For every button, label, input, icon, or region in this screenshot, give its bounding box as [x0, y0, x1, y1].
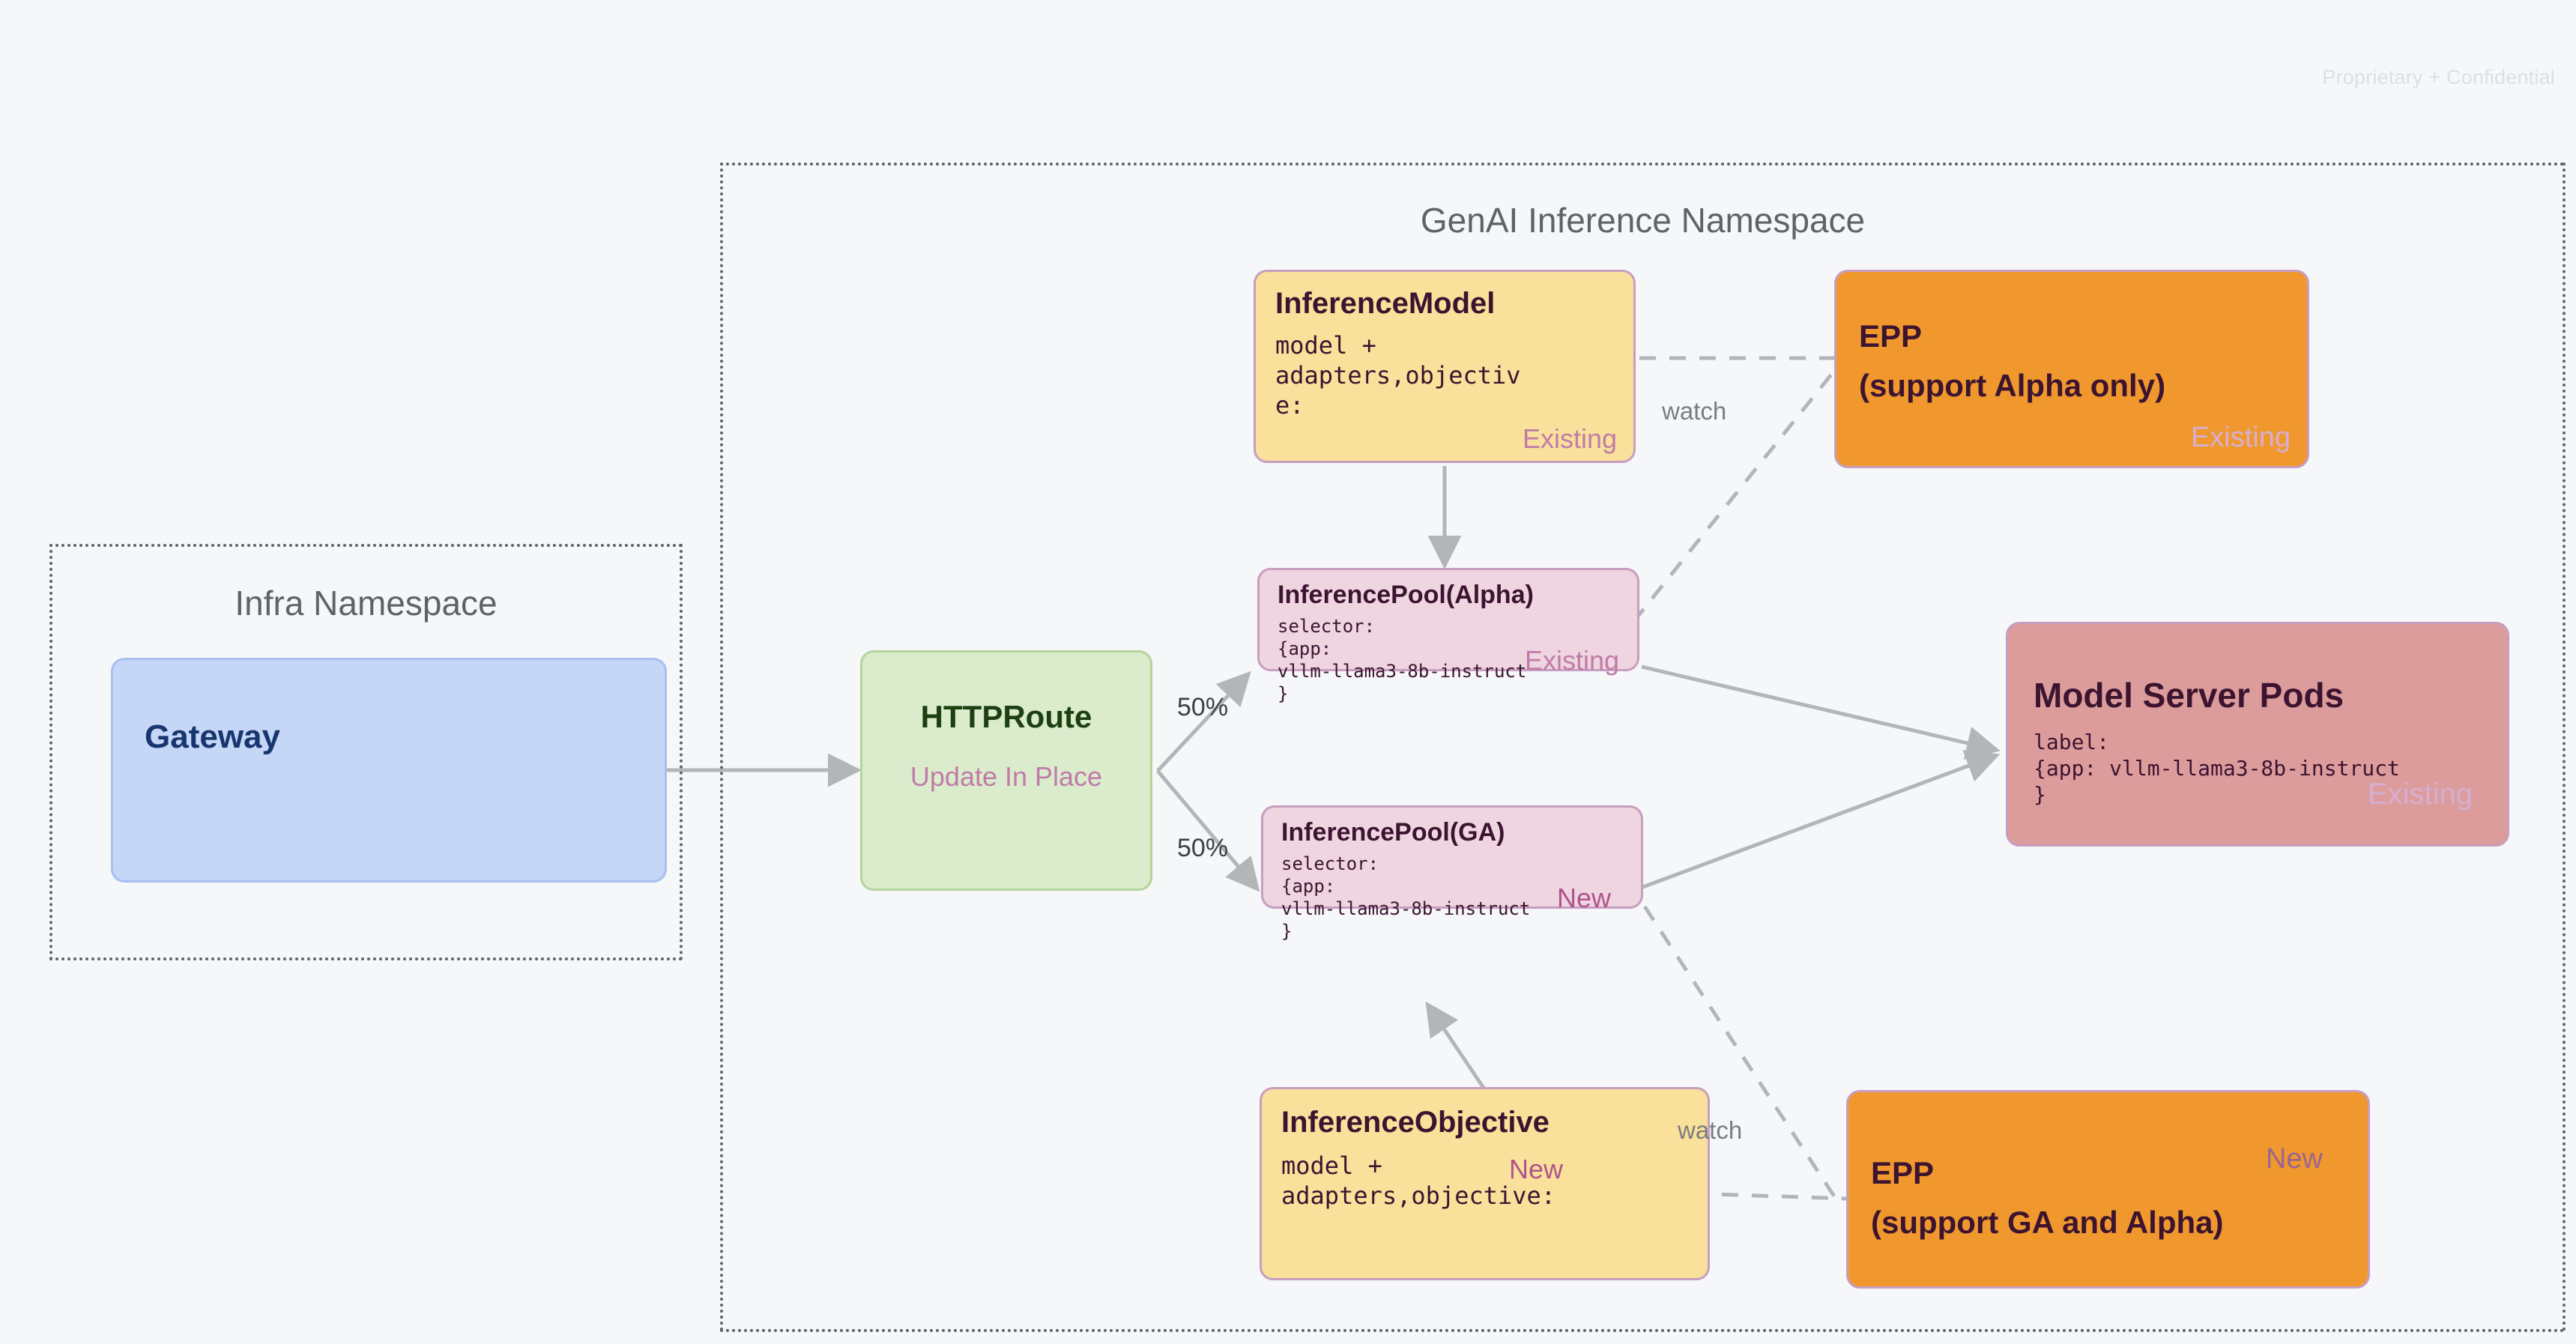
- node-model-server-pods[interactable]: Model Server Pods label: {app: vllm-llam…: [2006, 622, 2509, 847]
- namespace-infra: Infra Namespace: [49, 544, 683, 960]
- node-model-server-pods-body: label: {app: vllm-llama3-8b-instruct }: [2034, 730, 2400, 807]
- node-inference-pool-alpha[interactable]: InferencePool(Alpha) selector: {app: vll…: [1257, 568, 1639, 704]
- node-inference-objective[interactable]: InferenceObjective model + adapters,obje…: [1260, 1087, 1710, 1280]
- edge-label-watch-top: watch: [1662, 397, 1727, 425]
- node-inference-pool-ga-body: selector: {app: vllm-llama3-8b-instruct …: [1281, 853, 1531, 942]
- node-httproute-title: HTTPRoute: [920, 699, 1092, 734]
- node-inference-pool-alpha-title: InferencePool(Alpha): [1278, 581, 1534, 609]
- node-inference-objective-tag: New: [1509, 1154, 1564, 1184]
- node-epp-alpha-title-line1: EPP: [1859, 318, 1923, 354]
- node-inference-model-tag: Existing: [1522, 423, 1617, 454]
- edge-label-split-alpha: 50%: [1177, 693, 1229, 721]
- node-epp-ga-alpha-title-line2: (support GA and Alpha): [1871, 1205, 2224, 1240]
- node-epp-ga-alpha-title-line1: EPP: [1871, 1155, 1935, 1190]
- edge-label-split-ga: 50%: [1177, 834, 1229, 862]
- node-inference-pool-ga-title: InferencePool(GA): [1281, 818, 1505, 847]
- node-model-server-pods-title: Model Server Pods: [2034, 676, 2344, 715]
- node-epp-alpha-title-line2: (support Alpha only): [1859, 368, 2166, 403]
- node-inference-objective-body: model + adapters,objective:: [1281, 1151, 1556, 1210]
- node-httproute-tag: Update In Place: [910, 761, 1103, 792]
- node-inference-model-body: model + adapters,objectiv e:: [1275, 331, 1521, 420]
- node-inference-model-title: InferenceModel: [1275, 287, 1496, 320]
- namespace-infra-title: Infra Namespace: [235, 584, 498, 623]
- edge-label-watch-bottom: watch: [1678, 1116, 1743, 1144]
- node-inference-pool-alpha-tag: Existing: [1524, 645, 1619, 676]
- node-inference-pool-ga[interactable]: InferencePool(GA) selector: {app: vllm-l…: [1261, 805, 1643, 942]
- node-epp-ga-alpha[interactable]: EPP (support GA and Alpha) New: [1846, 1090, 2370, 1289]
- node-gateway-title: Gateway: [145, 718, 280, 755]
- node-epp-ga-alpha-tag: New: [2265, 1143, 2323, 1175]
- confidentiality-watermark: Proprietary + Confidential: [2322, 66, 2555, 88]
- node-epp-alpha[interactable]: EPP (support Alpha only) Existing: [1834, 270, 2309, 468]
- node-inference-pool-alpha-body: selector: {app: vllm-llama3-8b-instruct …: [1278, 616, 1527, 704]
- namespace-genai: GenAI Inference Namespace: [720, 163, 2566, 1332]
- node-httproute[interactable]: HTTPRoute Update In Place: [860, 650, 1152, 891]
- node-inference-objective-title: InferenceObjective: [1281, 1106, 1549, 1139]
- node-inference-model[interactable]: InferenceModel model + adapters,objectiv…: [1254, 270, 1636, 463]
- node-gateway[interactable]: Gateway: [111, 658, 667, 883]
- namespace-genai-title: GenAI Inference Namespace: [1420, 201, 1866, 240]
- node-epp-alpha-tag: Existing: [2190, 422, 2291, 453]
- node-model-server-pods-tag: Existing: [2367, 778, 2473, 811]
- node-inference-pool-ga-tag: New: [1556, 883, 1611, 913]
